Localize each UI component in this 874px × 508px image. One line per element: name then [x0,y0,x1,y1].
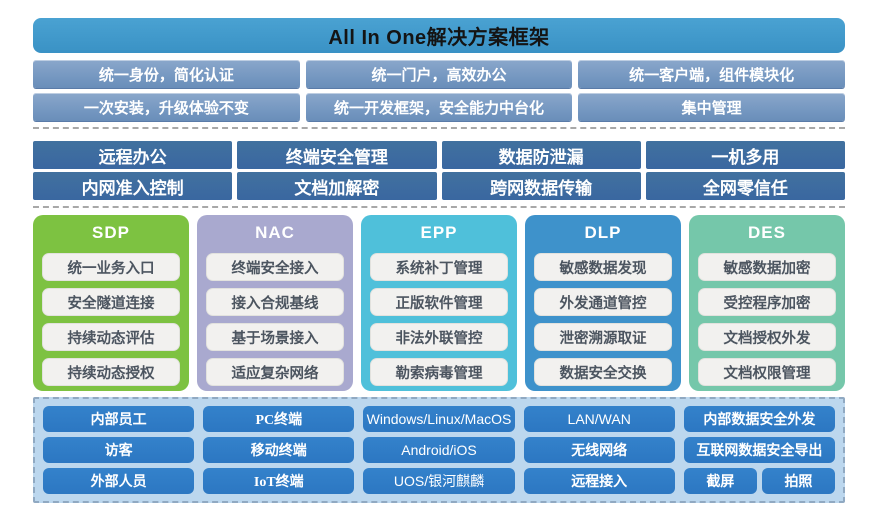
product-title: EPP [420,223,458,242]
env-box-terminal: 移动终端 [203,437,355,463]
env-box-data-out: 内部数据安全外发 [683,406,835,432]
product-item: 统一业务入口 [42,253,180,281]
scenario-box: 终端安全管理 [237,141,437,169]
product-item: 系统补丁管理 [370,253,508,281]
product-item: 持续动态评估 [42,323,180,351]
env-box-os: Android/iOS [363,437,515,463]
scenario-row-1: 远程办公 终端安全管理 数据防泄漏 一机多用 [33,141,845,169]
solution-diagram: All In One解决方案框架 统一身份，简化认证 统一门户，高效办公 统一客… [33,18,846,503]
scenario-box: 内网准入控制 [33,172,233,200]
product-column-nac: NAC 终端安全接入 接入合规基线 基于场景接入 适应复杂网络 [197,215,353,391]
feature-box: 一次安装，升级体验不变 [33,93,300,121]
product-item: 文档授权外发 [698,323,836,351]
scenario-box: 跨网数据传输 [441,172,641,200]
env-box-users: 外部人员 [43,468,195,494]
env-box-network: LAN/WAN [523,406,675,432]
env-box-photo: 拍照 [761,468,835,494]
product-item: 终端安全接入 [206,253,344,281]
product-title: DLP [584,223,622,242]
env-box-users: 访客 [43,437,195,463]
feature-row-2: 一次安装，升级体验不变 统一开发框架，安全能力中台化 集中管理 [33,93,846,121]
product-item: 持续动态授权 [42,358,180,386]
scenario-box: 远程办公 [33,141,233,169]
product-item: 安全隧道连接 [42,288,180,316]
environment-panel: 内部员工 PC终端 Windows/Linux/MacOS LAN/WAN 内部… [33,397,845,503]
scenario-row-2: 内网准入控制 文档加解密 跨网数据传输 全网零信任 [33,172,845,200]
product-column-des: DES 敏感数据加密 受控程序加密 文档授权外发 文档权限管理 [689,215,845,391]
env-box-terminal: IoT终端 [203,468,355,494]
feature-box: 集中管理 [578,93,846,121]
env-split-row: 截屏 拍照 [683,468,835,494]
product-column-sdp: SDP 统一业务入口 安全隧道连接 持续动态评估 持续动态授权 [33,215,189,391]
product-columns: SDP 统一业务入口 安全隧道连接 持续动态评估 持续动态授权 NAC 终端安全… [33,215,845,391]
product-title: NAC [255,223,295,242]
feature-row-1: 统一身份，简化认证 统一门户，高效办公 统一客户端，组件模块化 [33,60,846,88]
scenario-box: 一机多用 [645,141,845,169]
product-item: 敏感数据加密 [698,253,836,281]
product-title: DES [748,223,786,242]
feature-box: 统一客户端，组件模块化 [578,60,846,88]
env-box-data-out: 互联网数据安全导出 [683,437,835,463]
env-box-network: 远程接入 [523,468,675,494]
product-column-dlp: DLP 敏感数据发现 外发通道管控 泄密溯源取证 数据安全交换 [525,215,681,391]
product-item: 正版软件管理 [370,288,508,316]
feature-box: 统一身份，简化认证 [33,60,300,88]
env-box-os: Windows/Linux/MacOS [363,406,515,432]
env-box-terminal: PC终端 [203,406,355,432]
product-item: 数据安全交换 [534,358,672,386]
scenario-box: 文档加解密 [237,172,437,200]
dashed-divider [33,206,845,208]
env-box-network: 无线网络 [523,437,675,463]
product-item: 基于场景接入 [206,323,344,351]
scenario-box: 全网零信任 [645,172,845,200]
product-item: 接入合规基线 [206,288,344,316]
scenario-box: 数据防泄漏 [441,141,641,169]
product-item: 非法外联管控 [370,323,508,351]
product-item: 敏感数据发现 [534,253,672,281]
product-item: 泄密溯源取证 [534,323,672,351]
solution-title: All In One解决方案框架 [33,18,845,53]
env-box-screenshot: 截屏 [683,468,757,494]
product-item: 外发通道管控 [534,288,672,316]
env-box-os: UOS/银河麒麟 [363,468,515,494]
env-box-users: 内部员工 [43,406,195,432]
feature-box: 统一门户，高效办公 [305,60,573,88]
product-item: 文档权限管理 [698,358,836,386]
product-title: SDP [92,223,130,242]
product-item: 适应复杂网络 [206,358,344,386]
dashed-divider [33,127,845,129]
feature-box: 统一开发框架，安全能力中台化 [305,93,573,121]
product-item: 受控程序加密 [698,288,836,316]
product-column-epp: EPP 系统补丁管理 正版软件管理 非法外联管控 勒索病毒管理 [361,215,517,391]
product-item: 勒索病毒管理 [370,358,508,386]
